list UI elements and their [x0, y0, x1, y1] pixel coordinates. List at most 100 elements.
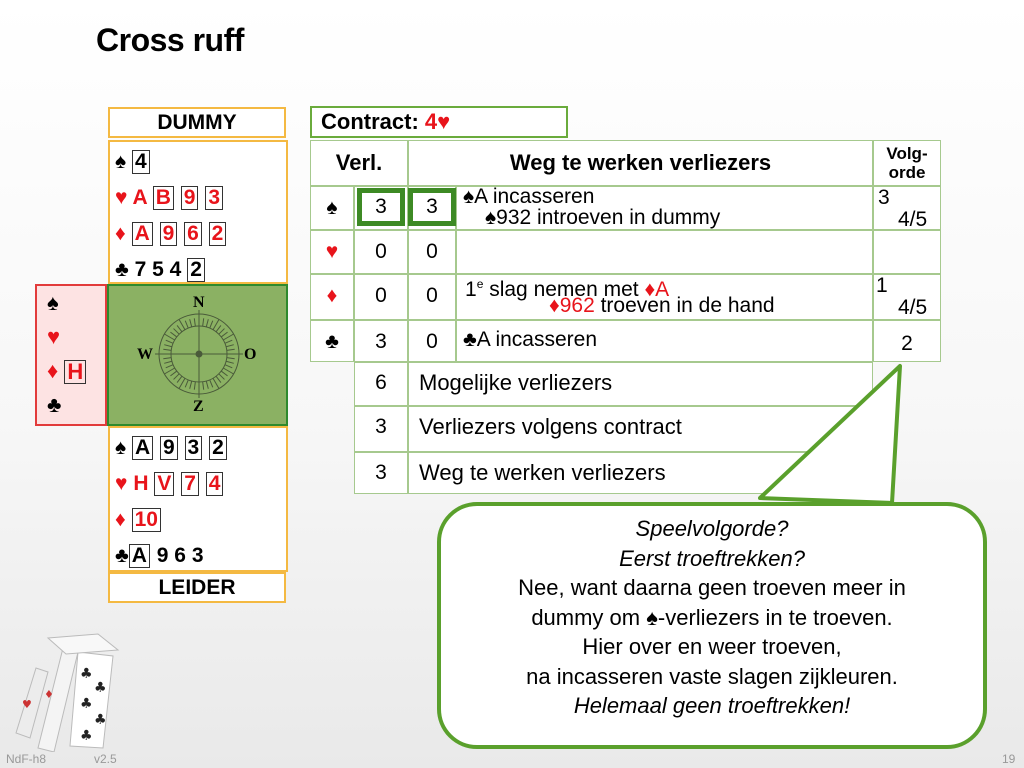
card: 6 — [184, 222, 202, 247]
callout-line: Nee, want daarna geen troeven meer in — [518, 575, 906, 600]
page-title: Cross ruff — [96, 22, 244, 58]
spade-icon: ♠ — [485, 206, 497, 229]
row-order: 3 4/5 — [873, 186, 941, 230]
row-order — [873, 230, 941, 274]
plan-text: ♦A — [644, 278, 670, 301]
heart-icon: ♥ — [115, 186, 128, 209]
cards-text: 7 5 4 — [134, 258, 182, 281]
card: 3 — [205, 186, 223, 211]
row-weg: 0 — [408, 230, 456, 274]
leider-hearts: ♥ H V 7 4 — [115, 466, 286, 502]
row-verl: 0 — [354, 274, 408, 320]
diamond-icon: ♦ — [115, 508, 126, 531]
header-verl: Verl. — [310, 140, 408, 186]
west-spades: ♠ — [47, 290, 59, 315]
card: V — [154, 472, 175, 497]
card: 9 — [180, 186, 199, 211]
header-orde: orde — [888, 163, 926, 182]
callout-line: Eerst troeftrekken? — [619, 545, 805, 571]
summary-label: Mogelijke verliezers — [408, 362, 873, 406]
callout-line: Helemaal geen troeftrekken! — [573, 693, 851, 718]
plan-text: 1 — [465, 278, 477, 301]
plan-line1: ♠A incasseren — [463, 186, 594, 207]
card: 2 — [208, 222, 227, 247]
summary-value: 3 — [354, 406, 408, 452]
compass-west: W — [137, 346, 153, 363]
leider-diamonds: ♦ 10 — [115, 502, 286, 538]
club-icon: ♣ — [463, 328, 477, 351]
dummy-diamonds: ♦ A 9 6 2 — [115, 216, 286, 252]
plan-text: ♦962 — [549, 294, 595, 317]
row-suit: ♦ — [310, 274, 354, 320]
footer-version: v2.5 — [94, 752, 117, 766]
spade-icon: ♠ — [463, 185, 475, 208]
row-plan: ♣A incasseren — [456, 320, 873, 362]
spade-icon: ♠ — [115, 150, 127, 173]
svg-text:♣: ♣ — [94, 680, 107, 696]
card: 3 — [184, 436, 203, 461]
callout-line: dummy om ♠-verliezers in te troeven. — [531, 604, 893, 630]
summary-value: 6 — [354, 362, 408, 406]
plan-line1: 1e slag nemen met ♦A — [465, 274, 669, 300]
order-value: 1 — [876, 274, 888, 297]
compass-north: N — [193, 294, 205, 311]
plan-text: A incasseren — [476, 328, 598, 351]
order-value: 4/5 — [898, 208, 928, 231]
callout-line: Speelvolgorde? — [635, 516, 789, 541]
contract-box: Contract: 4♥ — [310, 106, 568, 138]
dummy-spades: ♠ 4 — [115, 144, 286, 180]
footer-left: NdF-h8 — [6, 752, 47, 766]
row-plan: 1e slag nemen met ♦A ♦962 troeven in de … — [456, 274, 873, 320]
row-order: 1 4/5 — [873, 274, 941, 320]
west-hand: ♠ ♥ ♦ H ♣ — [35, 284, 107, 426]
diamond-icon: ♦ — [47, 358, 59, 383]
card: 2 — [187, 258, 205, 283]
west-hearts: ♥ — [47, 324, 61, 349]
heart-icon: ♥ — [115, 472, 128, 495]
header-weg: Weg te werken verliezers — [408, 140, 873, 186]
plan-line2: ♠932 introeven in dummy — [485, 207, 720, 228]
leider-hand: ♠ A 9 3 2 ♥ H V 7 4 ♦ 10 ♣A 9 6 3 — [108, 426, 288, 572]
diamond-icon: ♦ — [115, 222, 126, 245]
plan-text: troeven in de hand — [594, 294, 775, 317]
plan-text: A incasseren — [474, 185, 595, 208]
row-verl: 0 — [354, 230, 408, 274]
card-house-icon: ♣♣ ♣♣ ♣ ♦♥ — [15, 633, 120, 752]
callout-line: Hier over en weer troeven, — [582, 634, 842, 659]
card: A — [132, 186, 147, 209]
card: 9 — [160, 436, 178, 461]
plan-text: slag nemen met — [483, 278, 645, 301]
compass-south: Z — [193, 398, 204, 415]
dummy-hearts: ♥ A B 9 3 — [115, 180, 286, 216]
summary-value: 3 — [354, 452, 408, 494]
plan-text: 932 introeven in dummy — [496, 206, 721, 229]
dummy-hand: ♠ 4 ♥ A B 9 3 ♦ A 9 6 2 ♣ 7 5 4 2 — [108, 140, 288, 284]
card: 2 — [209, 436, 227, 461]
spade-icon: ♠ — [115, 436, 127, 459]
card: 10 — [131, 508, 161, 533]
row-verl: 3 — [354, 320, 408, 362]
row-weg: 3 — [408, 188, 456, 226]
card: B — [152, 186, 174, 211]
leider-clubs: ♣A 9 6 3 — [115, 538, 286, 574]
row-suit: ♣ — [310, 320, 354, 362]
header-volgorde: Volg- orde — [873, 140, 941, 186]
club-icon: ♣ — [115, 544, 129, 567]
club-icon: ♣ — [115, 258, 129, 281]
row-suit: ♠ — [310, 186, 354, 230]
row-verl: 3 — [357, 188, 405, 226]
card: A — [132, 436, 154, 461]
page-number: 19 — [1002, 752, 1016, 766]
header-volg: Volg- — [886, 144, 928, 163]
order-value: 4/5 — [898, 296, 928, 319]
west-clubs: ♣ — [47, 392, 62, 417]
compass-rose-icon — [155, 310, 243, 398]
order-value: 3 — [878, 186, 890, 209]
card: 4 — [132, 150, 150, 175]
dummy-clubs: ♣ 7 5 4 2 — [115, 252, 286, 288]
svg-text:♥: ♥ — [22, 698, 32, 711]
card: 7 — [181, 472, 199, 497]
card: A — [131, 222, 153, 247]
row-plan — [456, 230, 873, 274]
contract-label: Contract: — [321, 109, 419, 134]
